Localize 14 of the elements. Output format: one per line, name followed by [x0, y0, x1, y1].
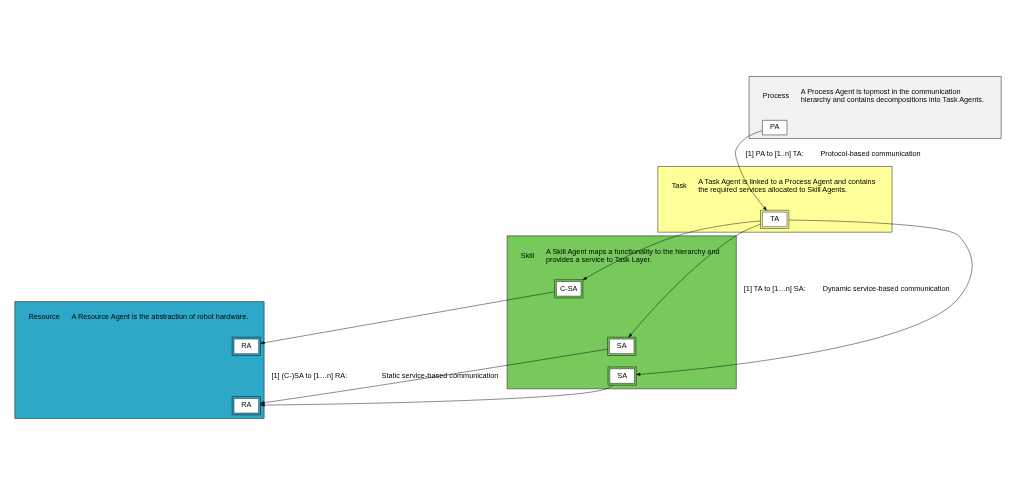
label: [1] PA to [1..n] TA:: [745, 149, 804, 159]
arrow: [628, 224, 761, 338]
label: Protocol-based communication: [820, 149, 921, 159]
label: [1] (C-)SA to [1…n] RA:: [271, 370, 348, 380]
arrow: [582, 220, 761, 280]
arrow: [735, 130, 767, 211]
arrow: [260, 291, 555, 345]
arrow: [260, 385, 613, 407]
arrow: [260, 348, 608, 405]
label: Static service-based communication: [381, 370, 499, 380]
node-box: PA: [762, 120, 788, 136]
arrow: [636, 219, 973, 376]
label: [1] TA to [1…n] SA:: [743, 283, 806, 293]
label: Dynamic service-based communication: [822, 283, 950, 293]
